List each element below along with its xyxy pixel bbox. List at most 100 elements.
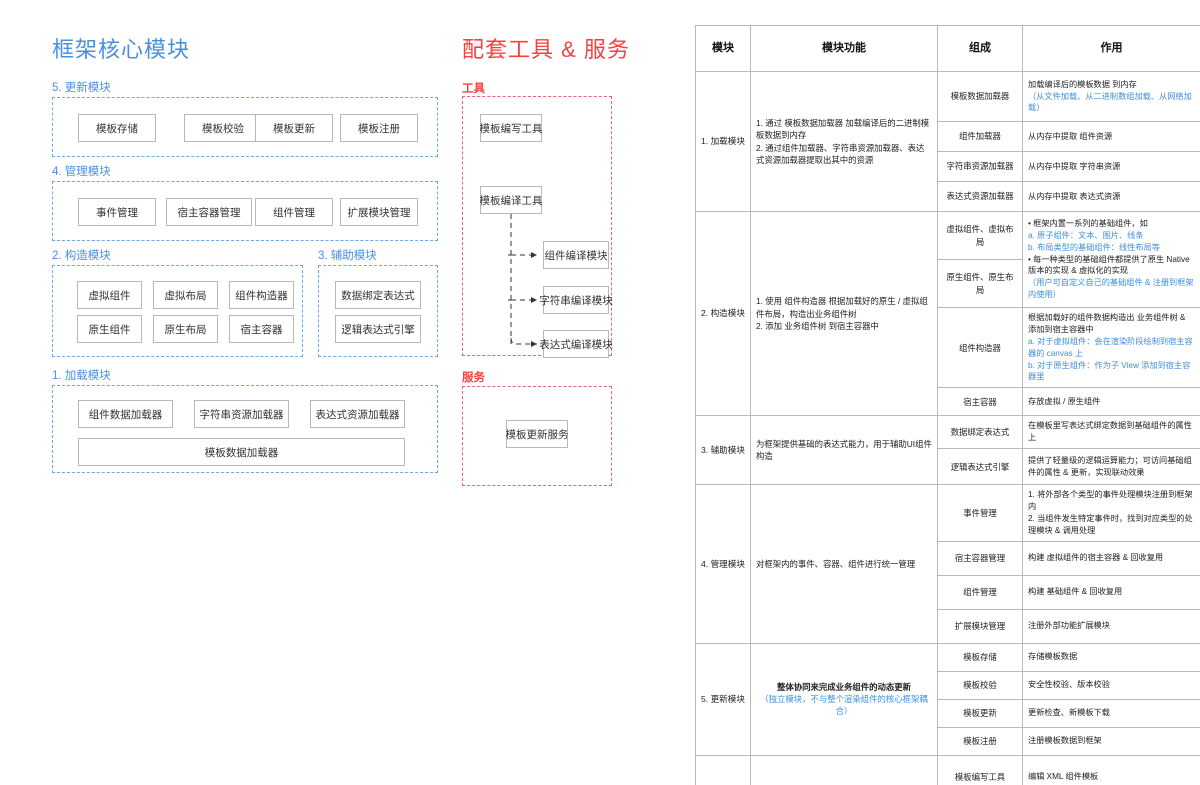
table-body: 1. 加载模块 1. 通过 模板数据加载器 加载编译后的二进制模板数据到内存 2…: [695, 71, 1200, 785]
node-native-layout[interactable]: 原生布局: [153, 315, 218, 343]
function-note-text: （独立模块，不与整个渲染组件的核心框架耦合）: [760, 694, 928, 717]
node-component-builder[interactable]: 组件构造器: [229, 281, 294, 309]
cell-function: 对框架内的事件、容器、组件进行统一管理: [750, 484, 938, 644]
node-logic-expression-engine[interactable]: 逻辑表达式引擎: [335, 315, 421, 343]
group-box-construct-module: [52, 265, 303, 357]
th-composition: 组成: [937, 25, 1023, 72]
role-note-text: a. 对于虚拟组件：会在渲染阶段绘制到宿主容器的 canvas 上 b. 对于原…: [1028, 336, 1193, 382]
cell-role: 提供了轻量级的逻辑运算能力；可访问基础组件的属性 & 更新，实现联动效果: [1022, 448, 1200, 486]
cell-function: 为框架提供基础的表达式能力，用于辅助UI组件构造: [750, 415, 938, 486]
node-virtual-component[interactable]: 虚拟组件: [77, 281, 142, 309]
table-row: 3. 辅助模块 为框架提供基础的表达式能力，用于辅助UI组件构造 数据绑定表达式…: [695, 415, 1200, 486]
cell-composition: 原生组件、原生布局: [937, 259, 1023, 308]
cell-composition: 扩展模块管理: [937, 608, 1023, 644]
table-row: 工具 & 服务 外部协助 框架完成其功能 模板编写工具 编辑 XML 组件模板: [695, 754, 1200, 785]
table-row: 组件管理 构建 基础组件 & 回收复用: [696, 574, 1200, 610]
cell-function: 1. 通过 模板数据加载器 加载编译后的二进制模板数据到内存 2. 通过组件加载…: [750, 71, 938, 212]
cell-role: 在模板里写表达式绑定数据到基础组件的属性上: [1022, 415, 1200, 450]
cell-role: 构建 基础组件 & 回收复用: [1022, 574, 1200, 610]
group-label-services: 服务: [462, 372, 485, 384]
cell-composition: 模板注册: [937, 726, 1023, 756]
cell-composition: 模板更新: [937, 698, 1023, 728]
page-title-core-modules: 框架核心模块: [52, 37, 191, 62]
table-row: 宿主容器管理 构建 虚拟组件的宿主容器 & 回收复用: [696, 540, 1200, 576]
cell-module: 4. 管理模块: [695, 484, 751, 644]
cell-composition: 模板编写工具: [937, 754, 1023, 785]
cell-composition: 组件构造器: [937, 306, 1023, 389]
th-role: 作用: [1022, 25, 1200, 72]
group-label-update-module: 5. 更新模块: [52, 82, 111, 94]
group-label-helper-module: 3. 辅助模块: [318, 250, 377, 262]
group-label-construct-module: 2. 构造模块: [52, 250, 111, 262]
table-row: 4. 管理模块 对框架内的事件、容器、组件进行统一管理 事件管理 1. 将外部各…: [695, 484, 1200, 644]
cell-role: 从内存中提取 组件资源: [1022, 121, 1200, 152]
table-row: 模板更新 更新检查、新模板下载: [696, 698, 1200, 728]
group-box-helper-module: [318, 265, 438, 357]
page-title-tools-services: 配套工具 & 服务: [462, 37, 630, 62]
cell-role: 注册模板数据到框架: [1022, 726, 1200, 756]
node-expression-compile-module[interactable]: 表达式编译模块: [539, 330, 613, 358]
table-row: 宿主容器 存放虚拟 / 原生组件: [696, 387, 1200, 417]
table-row: 扩展模块管理 注册外部功能扩展模块: [696, 608, 1200, 644]
node-string-compile-module[interactable]: 字符串编译模块: [539, 286, 613, 314]
cell-composition: 模板存储: [937, 642, 1023, 672]
node-component-management[interactable]: 组件管理: [255, 198, 333, 226]
table-row: 5. 更新模块 整体协同来完成业务组件的动态更新 （独立模块，不与整个渲染组件的…: [695, 642, 1200, 756]
cell-role: 构建 虚拟组件的宿主容器 & 回收复用: [1022, 540, 1200, 576]
node-template-data-loader[interactable]: 模板数据加载器: [78, 438, 405, 466]
cell-role: 加载编译后的模板数据 到内存 （从文件加载、从二进制数组加载、从网络加载）: [1022, 71, 1200, 122]
cell-composition: 模板数据加载器: [937, 71, 1023, 122]
table-row: 组件构造器 根据加载好的组件数据构造出 业务组件树 & 添加到宿主容器中 a. …: [696, 306, 1200, 389]
node-template-compile-tool[interactable]: 模板编译工具: [480, 186, 543, 214]
node-template-update-service[interactable]: 模板更新服务: [506, 420, 569, 448]
table-row: 字符串资源加载器 从内存中提取 字符串资源: [696, 151, 1200, 182]
cell-composition: 逻辑表达式引擎: [937, 448, 1023, 486]
node-string-resource-loader[interactable]: 字符串资源加载器: [194, 400, 289, 428]
cell-role: 从内存中提取 字符串资源: [1022, 151, 1200, 182]
cell-composition: 宿主容器管理: [937, 540, 1023, 576]
node-template-register[interactable]: 模板注册: [340, 114, 418, 142]
node-host-container[interactable]: 宿主容器: [229, 315, 294, 343]
node-extension-module-management[interactable]: 扩展模块管理: [340, 198, 418, 226]
th-module: 模块: [695, 25, 751, 72]
cell-role: 编辑 XML 组件模板: [1022, 754, 1200, 785]
role-note-text-2: （用户可自定义自己的基础组件 & 注册到框架内使用）: [1028, 278, 1194, 300]
cell-role: 存储模板数据: [1022, 642, 1200, 672]
node-host-container-management[interactable]: 宿主容器管理: [166, 198, 252, 226]
table-row: 模板校验 安全性校验、版本校验: [696, 670, 1200, 700]
node-event-management[interactable]: 事件管理: [78, 198, 156, 226]
node-component-compile-module[interactable]: 组件编译模块: [543, 241, 609, 269]
node-data-binding-expression[interactable]: 数据绑定表达式: [335, 281, 421, 309]
cell-module: 2. 构造模块: [695, 210, 751, 417]
node-expression-resource-loader[interactable]: 表达式资源加载器: [310, 400, 405, 428]
cell-role: 1. 将外部各个类型的事件处理模块注册到框架内 2. 当组件发生特定事件时，找到…: [1022, 484, 1200, 542]
cell-module: 3. 辅助模块: [695, 415, 751, 486]
th-function: 模块功能: [750, 25, 938, 72]
node-native-component[interactable]: 原生组件: [77, 315, 142, 343]
role-main-text-2: • 每一种类型的基础组件都提供了原生 Native 版本的实现 & 虚拟化的实现: [1028, 254, 1190, 276]
table-row: 组件加载器 从内存中提取 组件资源: [696, 121, 1200, 152]
cell-module: 工具 & 服务: [695, 754, 751, 785]
cell-role: • 框架内置一系列的基础组件，如 a. 原子组件：文本、图片、线条 b. 布局类…: [1022, 211, 1200, 308]
cell-composition: 表达式资源加载器: [937, 181, 1023, 212]
group-label-management-module: 4. 管理模块: [52, 166, 111, 178]
role-main-text: • 框架内置一系列的基础组件，如: [1028, 218, 1148, 228]
node-template-storage[interactable]: 模板存储: [78, 114, 156, 142]
cell-composition: 虚拟组件、虚拟布局: [937, 211, 1023, 260]
node-component-data-loader[interactable]: 组件数据加载器: [78, 400, 173, 428]
cell-role: 安全性校验、版本校验: [1022, 670, 1200, 700]
cell-role: 存放虚拟 / 原生组件: [1022, 387, 1200, 417]
function-main-text: 整体协同来完成业务组件的动态更新: [777, 681, 911, 692]
group-label-tools: 工具: [462, 83, 485, 95]
cell-composition: 字符串资源加载器: [937, 151, 1023, 182]
cell-module: 5. 更新模块: [695, 642, 751, 756]
cell-role: 更新检查、新模板下载: [1022, 698, 1200, 728]
cell-composition: 组件管理: [937, 574, 1023, 610]
table-header-row: 模块 模块功能 组成 作用: [695, 25, 1200, 72]
role-note-text: a. 原子组件：文本、图片、线条 b. 布局类型的基础组件：线性布局等: [1028, 230, 1160, 252]
node-template-authoring-tool[interactable]: 模板编写工具: [480, 114, 543, 142]
node-template-verify[interactable]: 模板校验: [184, 114, 262, 142]
node-template-update[interactable]: 模板更新: [255, 114, 333, 142]
group-label-loading-module: 1. 加载模块: [52, 370, 111, 382]
node-virtual-layout[interactable]: 虚拟布局: [153, 281, 218, 309]
